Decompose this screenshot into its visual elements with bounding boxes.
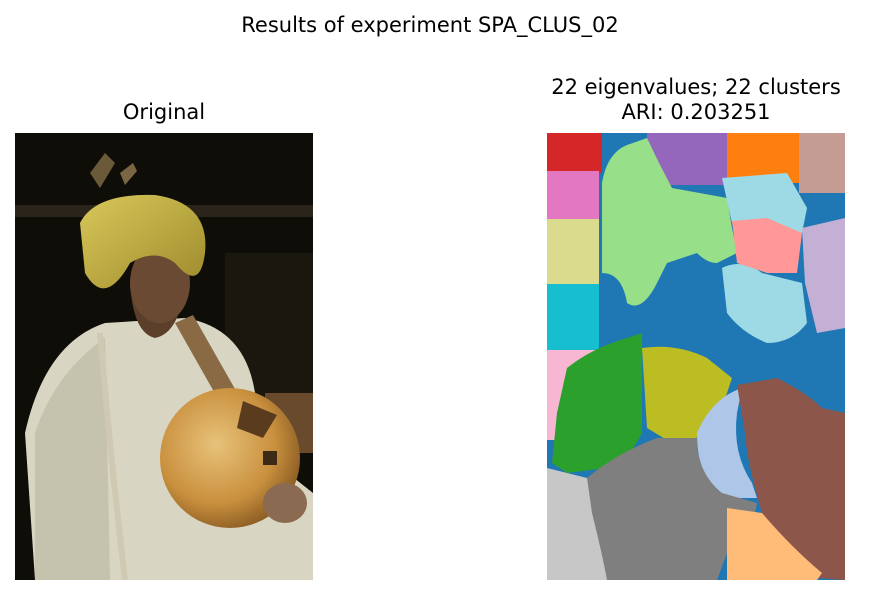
segmentation-title-line1: 22 eigenvalues; 22 clusters xyxy=(551,75,841,99)
segmentation-panel-title: 22 eigenvalues; 22 clusters ARI: 0.20325… xyxy=(520,75,872,125)
original-image xyxy=(15,133,313,580)
segmentation-title-line2: ARI: 0.203251 xyxy=(621,100,771,124)
original-panel-title: Original xyxy=(122,100,206,124)
segmentation-image xyxy=(547,133,845,580)
figure-suptitle: Results of experiment SPA_CLUS_02 xyxy=(241,13,619,37)
